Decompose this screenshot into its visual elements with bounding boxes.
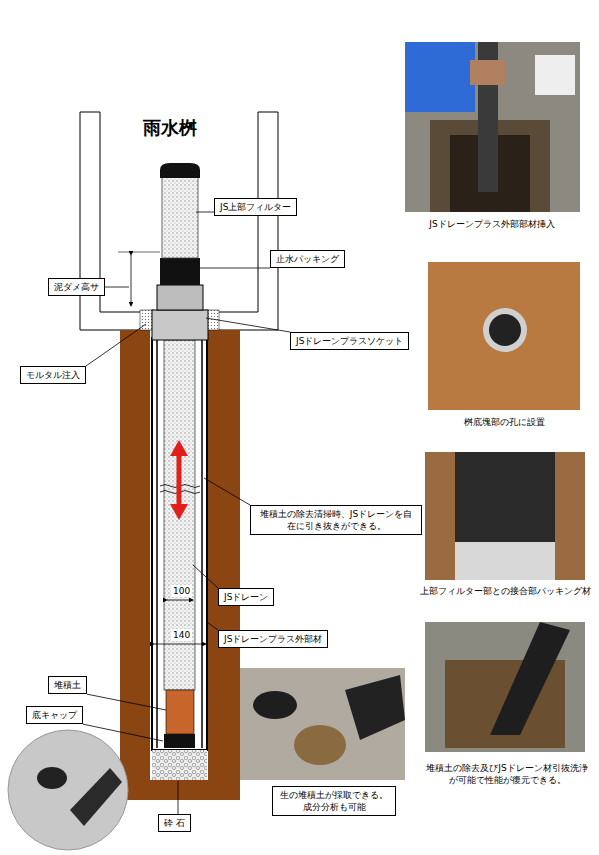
packing: [160, 258, 200, 285]
photo-caption: 桝底塊部の孔に設置: [428, 416, 580, 428]
title: 雨水桝: [143, 116, 197, 140]
filter-cap: [160, 163, 200, 178]
soil: [208, 330, 240, 800]
callout-text: 生の堆積土が採取できる。 成分分析も可能: [278, 789, 390, 813]
callout-box: JSドレーンプラスソケット: [290, 332, 409, 350]
photo-caption: 堆積土の除去及びJSドレーン材引抜洗浄が可能で性能が復元できる。: [422, 762, 592, 786]
photo-caption: 上部フィルター部との接合部パッキング材: [418, 585, 592, 597]
callout-box: 堆積土: [48, 676, 87, 694]
callout-box: 止水パッキング: [270, 250, 345, 268]
leader-line: [86, 324, 146, 366]
js-drain: [164, 340, 195, 690]
sediment: [166, 690, 194, 734]
leader-line: [204, 478, 250, 505]
outer-pipe: [152, 338, 207, 750]
callout-text: 底キャップ: [32, 709, 77, 721]
photo-insertion: [405, 42, 580, 212]
dimension-label: 140: [171, 629, 192, 641]
basin-wall: [80, 112, 145, 330]
basin-wall: [213, 112, 278, 330]
callout-box: JSドレーンプラス外部材: [218, 630, 328, 648]
socket: [152, 310, 208, 340]
callout-box: JSドレーン: [218, 588, 274, 606]
leader-line: [206, 318, 290, 332]
gravel: [152, 750, 207, 780]
callout-text: 止水パッキング: [276, 253, 339, 265]
photo-caption: JSドレーンプラス外部部材挿入: [412, 218, 572, 230]
photo-circle: [8, 730, 128, 850]
callout-box: 堆積土の除去清掃時、JSドレーンを自在に引き抜きができる。: [250, 505, 422, 535]
callout-text: JSドレーンプラス外部材: [224, 633, 322, 645]
callout-text: 堆積土の除去清掃時、JSドレーンを自在に引き抜きができる。: [256, 508, 416, 532]
soil: [120, 780, 240, 800]
callout-text: JSドレーンプラスソケット: [296, 335, 403, 347]
hole: [150, 330, 208, 780]
soil: [120, 330, 150, 800]
leader-line: [105, 287, 129, 288]
photo-packing: [425, 452, 585, 580]
leader-line: [178, 781, 179, 814]
dimension-label: 100: [171, 585, 192, 597]
callout-box: モルタル注入: [20, 366, 86, 384]
leader-line: [193, 565, 218, 588]
photo-sample: [240, 668, 405, 780]
callout-text: JSドレーン: [224, 591, 268, 603]
upper-filter: [162, 176, 198, 258]
callout-box: 砕 石: [158, 814, 191, 832]
callout-box: 泥ダメ高サ: [48, 278, 105, 296]
callout-text: 泥ダメ高サ: [54, 281, 99, 293]
leader-line: [87, 694, 166, 710]
callout-text: JS上部フィルター: [220, 201, 291, 213]
leader-line: [200, 268, 270, 269]
socket: [157, 285, 203, 310]
callout-text: 砕 石: [164, 817, 185, 829]
callout-box: 生の堆積土が採取できる。 成分分析も可能: [272, 786, 396, 816]
callout-box: 底キャップ: [26, 706, 83, 724]
callout-text: 堆積土: [54, 679, 81, 691]
callout-text: モルタル注入: [26, 369, 80, 381]
leader-line: [207, 622, 218, 630]
bottom-cap: [164, 734, 195, 748]
photo-socket: [428, 262, 580, 410]
leader-line: [196, 212, 214, 213]
callout-box: JS上部フィルター: [214, 198, 297, 216]
leader-line: [83, 724, 163, 741]
photo-pullout: [425, 622, 585, 752]
